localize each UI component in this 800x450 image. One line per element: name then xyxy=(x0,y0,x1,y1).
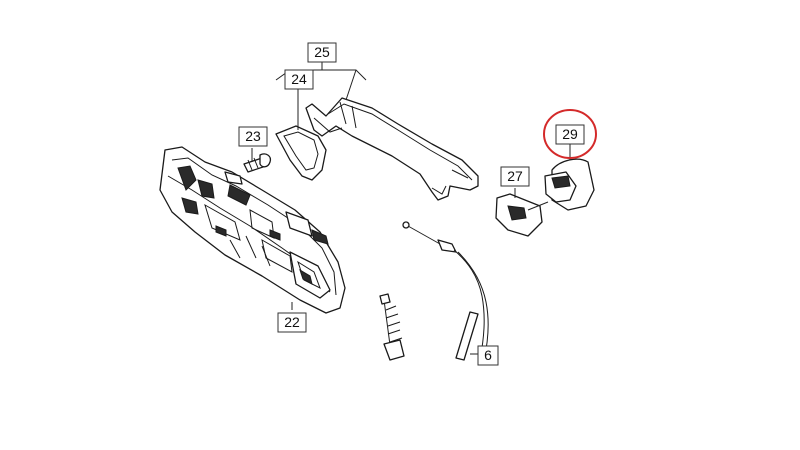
callout-24-text: 24 xyxy=(291,71,307,87)
callout-25-text: 25 xyxy=(314,44,330,60)
callout-27-text: 27 xyxy=(507,168,523,184)
callout-22: 22 xyxy=(277,312,307,333)
callout-29: 29 xyxy=(555,124,585,145)
cover-part-27 xyxy=(495,193,543,237)
handle-carrier-part-22 xyxy=(159,146,346,314)
callout-25: 25 xyxy=(307,42,337,63)
highlight-circle xyxy=(543,109,597,159)
callout-6: 6 xyxy=(477,345,499,366)
callout-27: 27 xyxy=(500,166,530,187)
callout-24: 24 xyxy=(284,69,314,90)
cable-part-6 xyxy=(379,221,489,361)
outer-handle-part-25 xyxy=(305,97,479,201)
callout-6-text: 6 xyxy=(484,347,492,363)
callout-23-text: 23 xyxy=(245,128,261,144)
callout-22-text: 22 xyxy=(284,314,300,330)
lock-cap-part-29 xyxy=(544,158,595,211)
callout-23: 23 xyxy=(238,126,268,147)
seal-part-24 xyxy=(275,125,327,181)
screw-part-23 xyxy=(243,153,272,173)
callout-29-text: 29 xyxy=(562,126,578,142)
